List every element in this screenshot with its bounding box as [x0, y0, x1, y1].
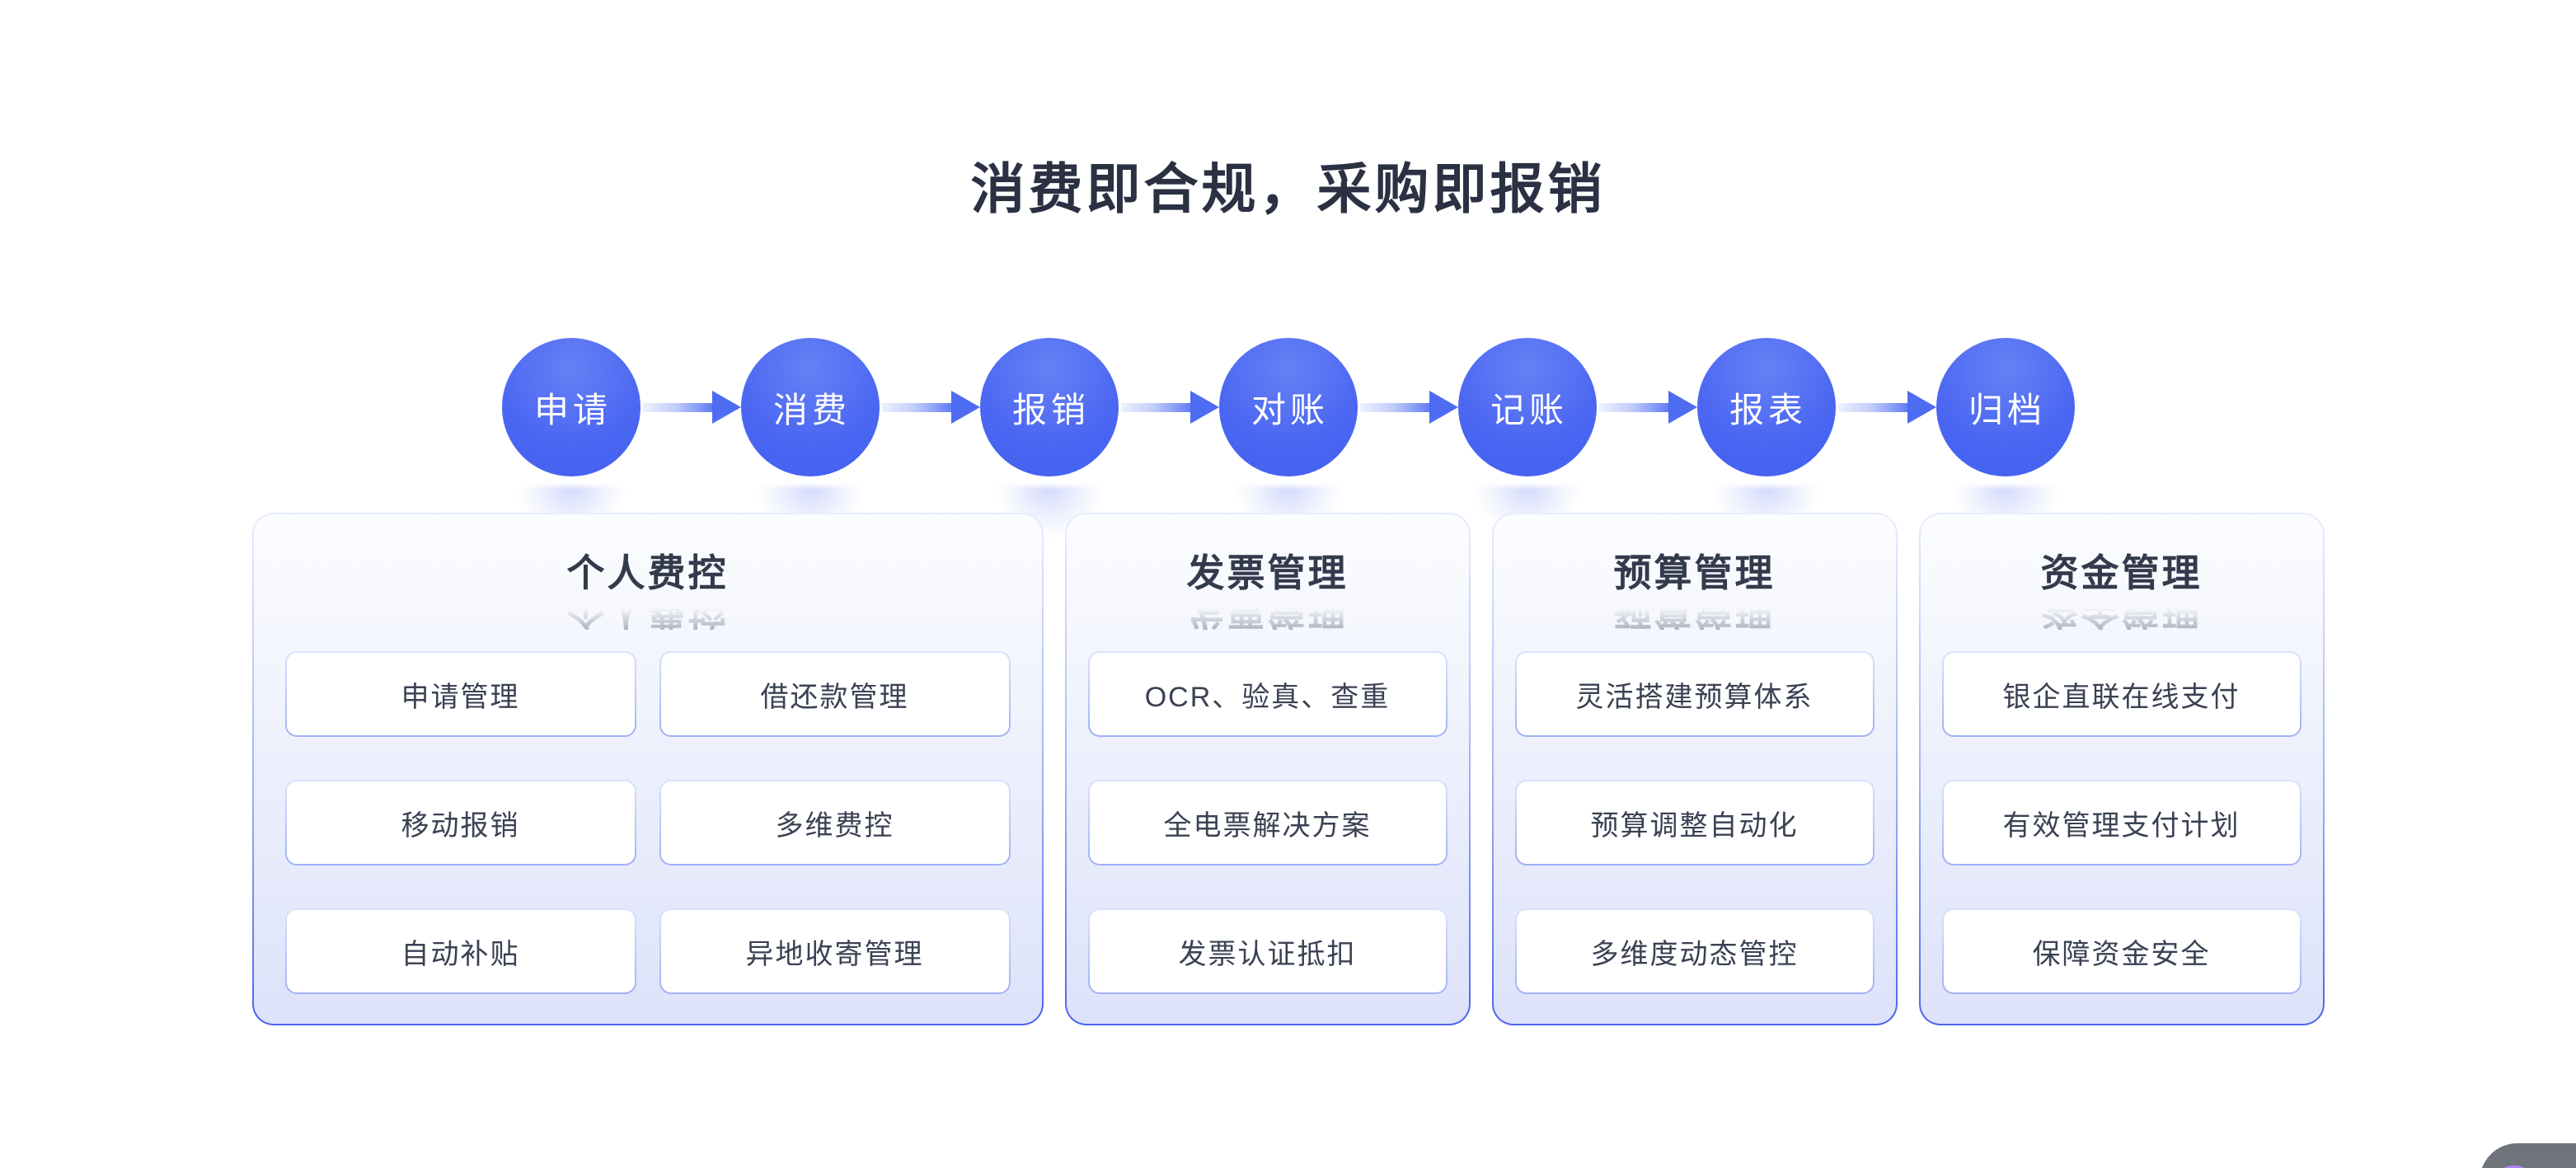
flow-step: 对账 [1218, 338, 1358, 554]
flow-step-circle: 归档 [1936, 338, 2075, 476]
feature-tile: 借还款管理 [659, 651, 1011, 737]
arrow-head [950, 391, 980, 424]
flow-arrow-icon [1119, 391, 1219, 424]
flow-step-label: 归档 [1968, 390, 2046, 429]
arrow-head [1189, 391, 1219, 424]
feature-tile: 保障资金安全 [1942, 908, 2302, 994]
card-title-reflection: 资金管理 [2040, 589, 2203, 632]
flow-step-label: 申请 [533, 390, 612, 429]
flow-arrow-icon [880, 391, 980, 424]
flow-step: 申请 [501, 338, 640, 554]
feature-tile: 银企直联在线支付 [1942, 651, 2302, 737]
flow-step-circle: 报表 [1696, 338, 1836, 476]
app-logo-icon [2490, 1166, 2538, 1168]
feature-tile: 多维度动态管控 [1515, 908, 1875, 994]
feature-tile: 预算调整自动化 [1515, 780, 1875, 865]
card-title: 资金管理 [2040, 551, 2203, 594]
feature-tile: 自动补贴 [285, 908, 636, 994]
tile-grid: 银企直联在线支付 有效管理支付计划 保障资金安全 [1942, 651, 2302, 994]
card-budget-management: 预算管理 预算管理 灵活搭建预算体系 预算调整自动化 多维度动态管控 [1492, 513, 1898, 1025]
card-title-wrap: 发票管理 发票管理 [1186, 551, 1349, 632]
feature-tile: 多维费控 [659, 780, 1011, 865]
feature-tile: 全电票解决方案 [1088, 780, 1448, 865]
card-title: 发票管理 [1186, 551, 1349, 594]
flow-arrow-icon [640, 391, 741, 424]
page-title: 消费即合规，采购即报销 [970, 158, 1606, 219]
flow-arrow-icon [1836, 391, 1936, 424]
flow-step-label: 报表 [1729, 390, 1807, 429]
flow-step: 归档 [1936, 338, 2075, 554]
card-title-wrap: 个人费控 个人费控 [566, 551, 729, 632]
arrow-shaft [1837, 402, 1910, 412]
arrow-head [711, 391, 741, 424]
watermark-badge: 云简 [2480, 1143, 2576, 1168]
flow-step-circle: 报销 [979, 338, 1119, 476]
card-title-wrap: 资金管理 资金管理 [2040, 551, 2203, 632]
flow-step: 记账 [1457, 338, 1597, 554]
arrow-shaft [881, 402, 954, 412]
arrow-shaft [1120, 402, 1193, 412]
process-flow: 申请 消费 报销 对账 记账 报表 归档 [501, 338, 2075, 554]
arrow-head [1668, 391, 1697, 424]
flow-step: 消费 [740, 338, 880, 554]
feature-tile: 灵活搭建预算体系 [1515, 651, 1875, 737]
flow-step: 报表 [1696, 338, 1836, 554]
card-title-reflection: 预算管理 [1613, 589, 1776, 632]
flow-step-circle: 消费 [740, 338, 880, 476]
flow-step-circle: 申请 [501, 338, 640, 476]
tile-grid: 灵活搭建预算体系 预算调整自动化 多维度动态管控 [1515, 651, 1875, 994]
feature-tile: OCR、验真、查重 [1088, 651, 1448, 737]
flow-step-label: 报销 [1011, 390, 1090, 429]
arrow-head [1907, 391, 1936, 424]
card-title-wrap: 预算管理 预算管理 [1613, 551, 1776, 632]
card-funds-management: 资金管理 资金管理 银企直联在线支付 有效管理支付计划 保障资金安全 [1919, 513, 2325, 1025]
arrow-shaft [1598, 402, 1671, 412]
feature-cards: 个人费控 个人费控 申请管理 借还款管理 移动报销 多维费控 自动补贴 异地收寄… [252, 513, 2325, 1025]
feature-tile: 移动报销 [285, 780, 636, 865]
arrow-shaft [642, 402, 715, 412]
feature-tile: 异地收寄管理 [659, 908, 1011, 994]
feature-tile: 有效管理支付计划 [1942, 780, 2302, 865]
card-title-reflection: 个人费控 [566, 589, 729, 632]
card-invoice-management: 发票管理 发票管理 OCR、验真、查重 全电票解决方案 发票认证抵扣 [1065, 513, 1471, 1025]
feature-tile: 申请管理 [285, 651, 636, 737]
tile-grid: 申请管理 借还款管理 移动报销 多维费控 自动补贴 异地收寄管理 [285, 651, 1011, 994]
flow-arrow-icon [1358, 391, 1458, 424]
flow-step-label: 记账 [1490, 390, 1568, 429]
flow-step-circle: 对账 [1218, 338, 1358, 476]
flow-arrow-icon [1597, 391, 1697, 424]
card-title: 个人费控 [566, 551, 729, 594]
card-personal-expense-control: 个人费控 个人费控 申请管理 借还款管理 移动报销 多维费控 自动补贴 异地收寄… [252, 513, 1044, 1025]
card-title: 预算管理 [1613, 551, 1776, 594]
flow-step-label: 对账 [1250, 390, 1329, 429]
arrow-head [1429, 391, 1458, 424]
flow-step: 报销 [979, 338, 1119, 554]
feature-tile: 发票认证抵扣 [1088, 908, 1448, 994]
flow-step-circle: 记账 [1457, 338, 1597, 476]
tile-grid: OCR、验真、查重 全电票解决方案 发票认证抵扣 [1088, 651, 1448, 994]
card-title-reflection: 发票管理 [1186, 589, 1349, 632]
flow-step-label: 消费 [772, 390, 851, 429]
arrow-shaft [1359, 402, 1432, 412]
